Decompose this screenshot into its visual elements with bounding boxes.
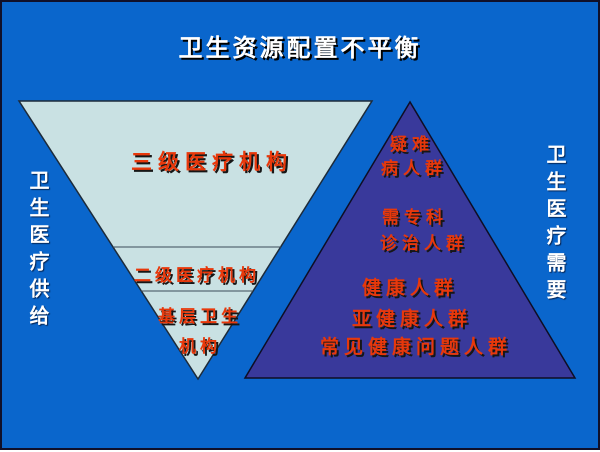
demand-triangle [243, 100, 577, 379]
supply-triangle [17, 100, 374, 381]
supply-tier3-label-line2: 机构 [179, 337, 221, 357]
supply-tier3-label-line1: 基层卫生 [158, 307, 242, 327]
demand-group1-label-line1: 疑难 [390, 135, 434, 155]
supply-tier2-label: 二级医疗机构 [134, 266, 260, 286]
demand-group2-label-line1: 需专科 [382, 208, 448, 228]
slide-title: 卫生资源配置不平衡 [178, 34, 422, 62]
demand-group3-label: 健康人群 [361, 277, 459, 299]
supply-axis-label: 卫生医疗供给 [26, 170, 50, 332]
demand-axis-label: 卫生医疗需要 [543, 144, 567, 306]
demand-group5-label: 常见健康问题人群 [319, 336, 513, 358]
supply-tier1-label: 三级医疗机构 [131, 150, 293, 174]
demand-group1-label-line2: 病人群 [381, 159, 447, 179]
demand-group4-label: 亚健康人群 [351, 308, 473, 330]
demand-group2-label-line2: 诊治人群 [380, 234, 468, 254]
